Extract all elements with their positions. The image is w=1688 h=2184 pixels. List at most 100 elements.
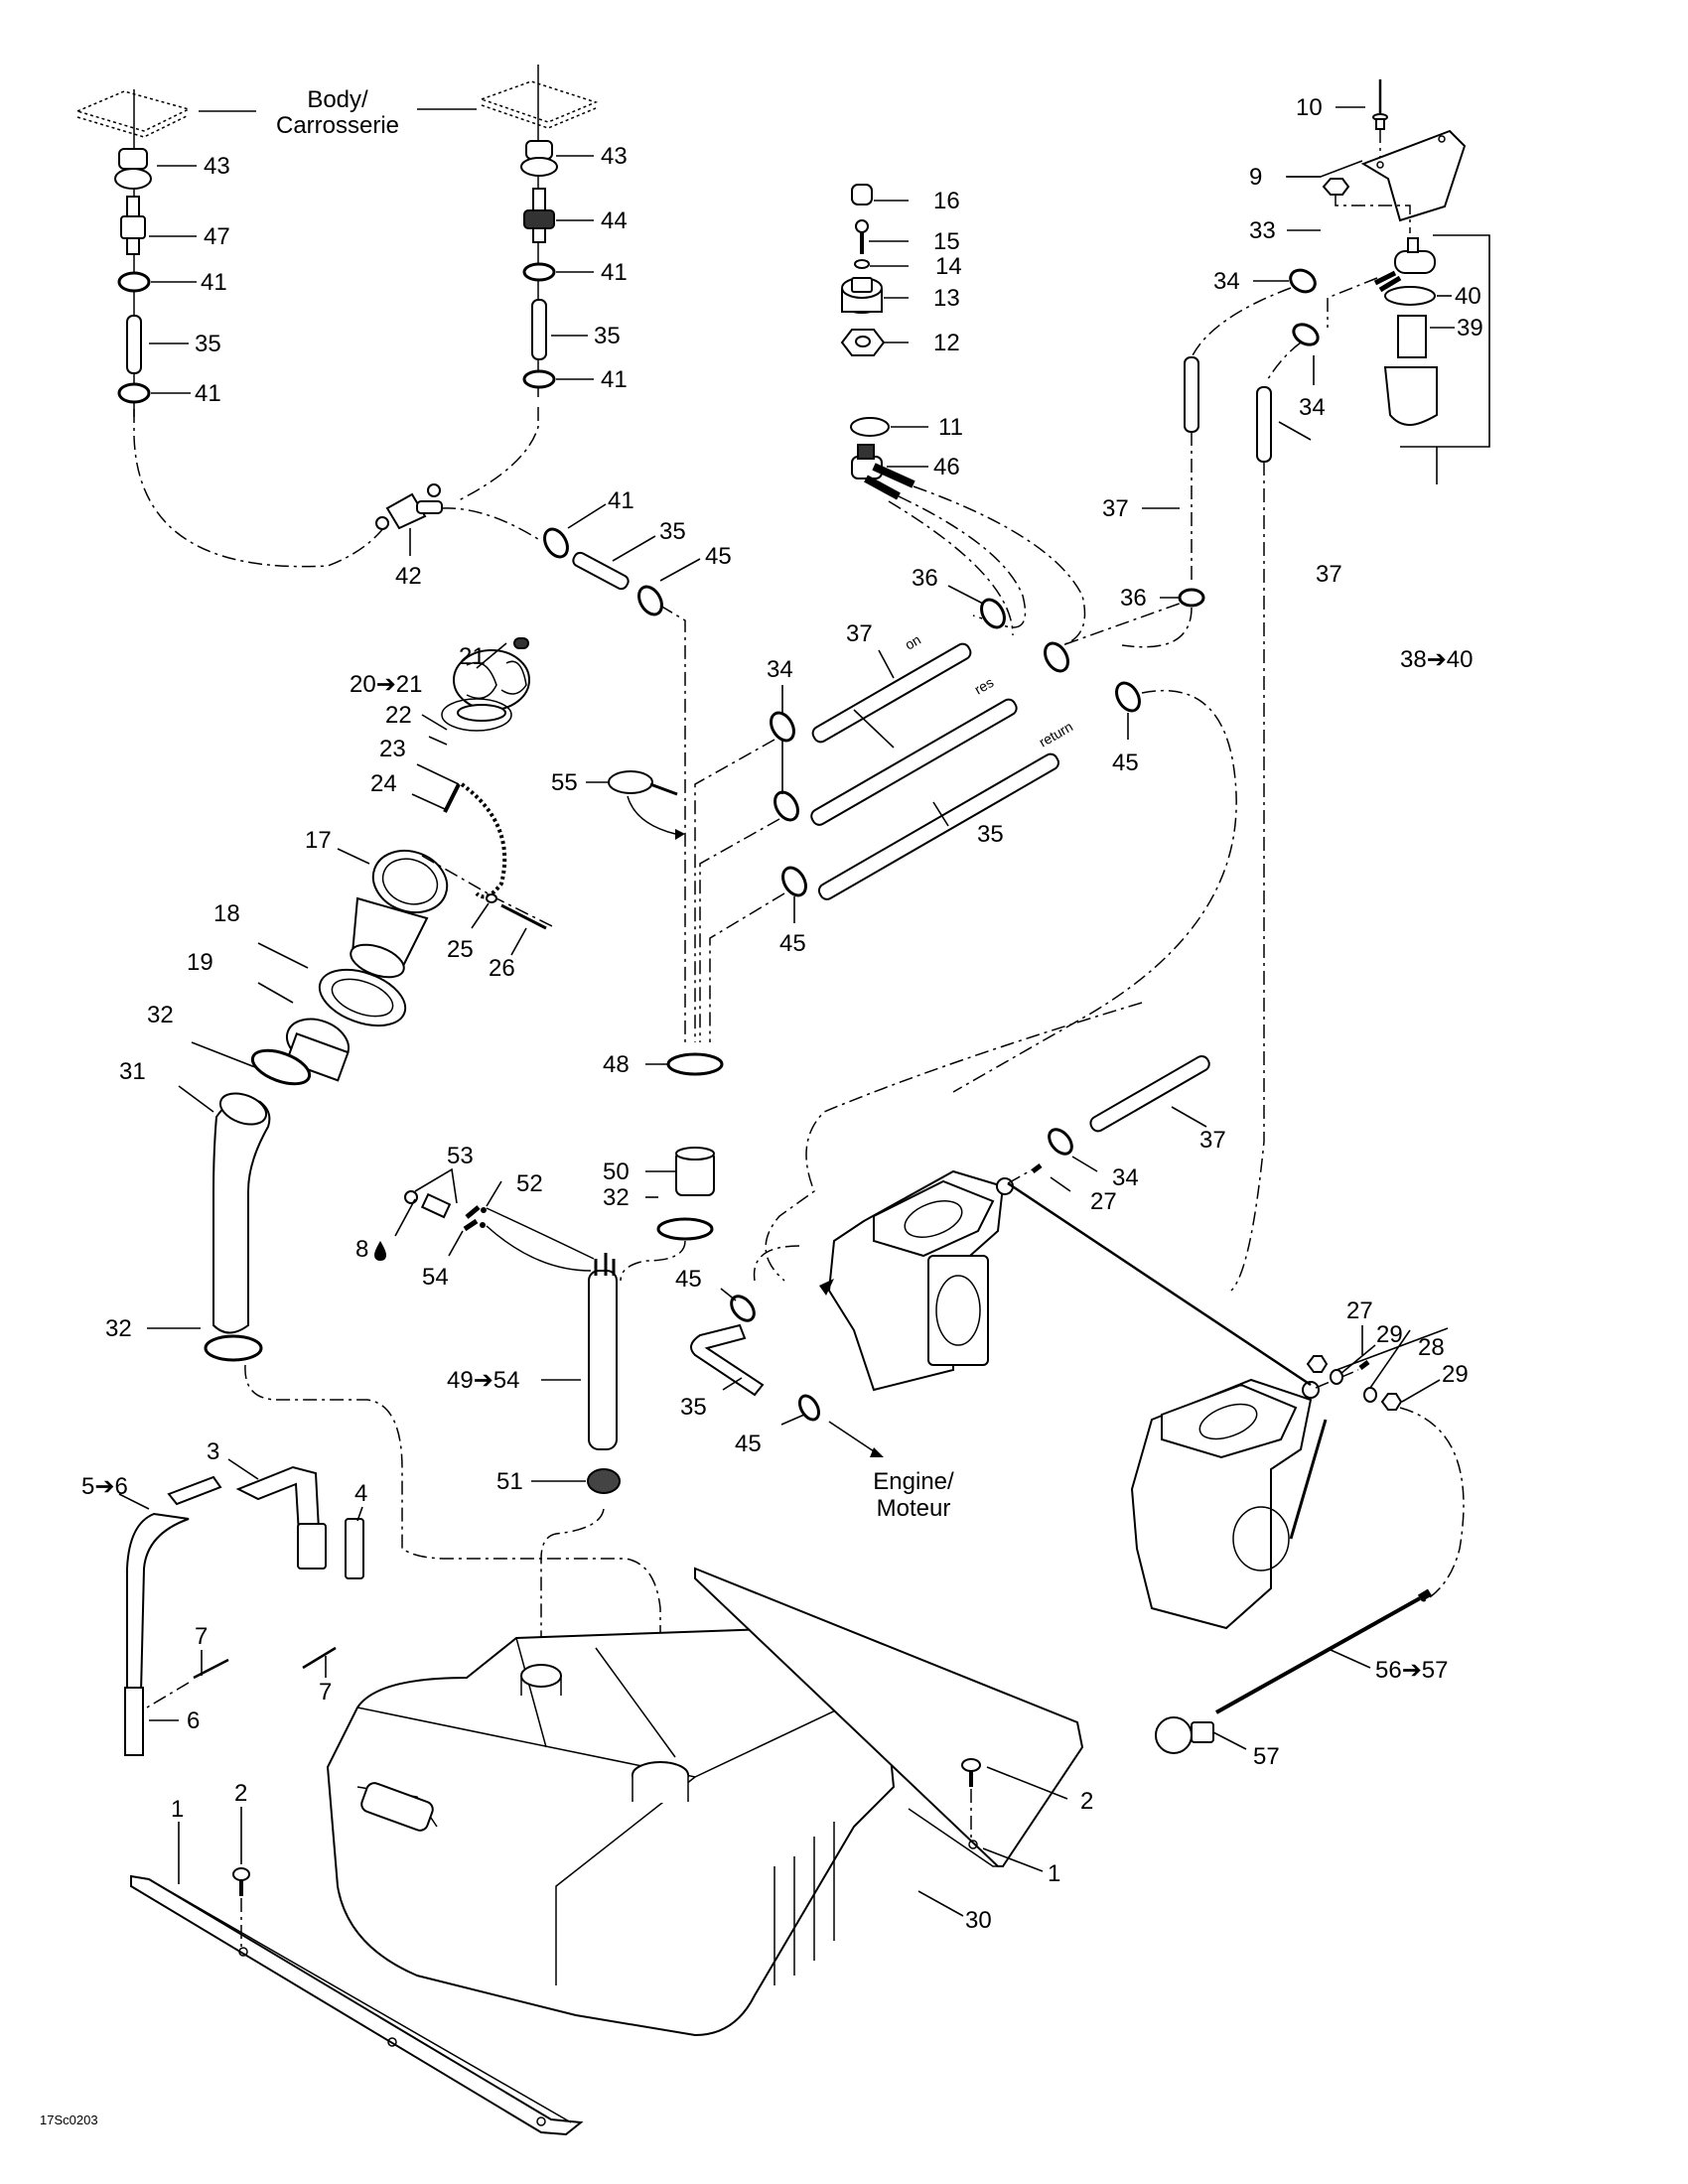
y-connector-42 xyxy=(375,483,443,530)
check-valve-47 xyxy=(120,196,146,255)
callout-18: 18 xyxy=(213,900,240,927)
rivet-7-right xyxy=(302,1646,337,1670)
callout-36: 36 xyxy=(1120,585,1147,612)
hose-35-left xyxy=(126,315,142,374)
callout-4: 4 xyxy=(354,1480,367,1507)
callout-16: 16 xyxy=(933,188,960,214)
nut-12 xyxy=(840,329,886,356)
hose-37-res: res xyxy=(810,674,1018,826)
fuel-valve-46 xyxy=(851,444,915,500)
callout-27: 27 xyxy=(1346,1297,1373,1324)
clamp-45-return-low xyxy=(781,866,807,897)
callout-57: 57 xyxy=(1253,1743,1280,1770)
clamp-36-res xyxy=(1044,641,1069,673)
callout-41: 41 xyxy=(201,269,227,296)
screw-2-left xyxy=(232,1867,250,1896)
fuel-tank-30 xyxy=(326,1626,896,2037)
body-mount-right xyxy=(479,65,599,129)
callout-32: 32 xyxy=(105,1315,132,1342)
support-plate-1-left xyxy=(130,1874,584,2136)
bracket-9 xyxy=(1360,129,1467,222)
clamp-41-right-lower xyxy=(522,369,556,389)
clamp-41-center xyxy=(543,527,569,559)
body-label-line2: Carrosserie xyxy=(276,112,399,139)
callout-31: 31 xyxy=(119,1058,146,1085)
screw-15 xyxy=(855,219,869,254)
callout-8: 8 xyxy=(355,1236,368,1263)
filler-hose-31 xyxy=(212,1092,271,1334)
cap-plug-21 xyxy=(513,637,529,649)
grommet-43-left xyxy=(114,148,152,190)
callout-13: 13 xyxy=(933,285,960,312)
carburetor-rear xyxy=(1130,1378,1328,1630)
o-ring-40 xyxy=(1384,286,1436,306)
callout-49-54: 49➔54 xyxy=(447,1367,520,1394)
tank-neck-filler xyxy=(632,1761,689,1803)
clamp-45-center xyxy=(637,585,663,616)
clamp-34-res xyxy=(774,790,799,822)
callout-35: 35 xyxy=(195,331,221,357)
tank-neck-sender xyxy=(520,1664,562,1696)
callout-leaders xyxy=(118,106,1455,1917)
clamp-34-carb xyxy=(1048,1128,1073,1156)
callout-32: 32 xyxy=(603,1184,630,1211)
clamp-41-left-upper xyxy=(117,271,151,293)
drawing-code: 17Sc0203 xyxy=(40,2113,98,2127)
callout-7: 7 xyxy=(319,1679,332,1706)
gasket-18 xyxy=(318,968,407,1027)
cable-tie-55 xyxy=(608,770,685,840)
callout-6: 6 xyxy=(187,1707,200,1734)
filler-cap-20-21 xyxy=(453,649,530,722)
pins-54 xyxy=(463,1205,487,1232)
callout-46: 46 xyxy=(933,454,960,480)
callout-45: 45 xyxy=(1112,750,1139,776)
callout-44: 44 xyxy=(601,207,628,234)
tube-marking-on: on xyxy=(903,631,923,653)
clamp-32-sender xyxy=(656,1217,714,1241)
callout-21: 21 xyxy=(459,643,486,670)
clamp-34-top-a xyxy=(1289,268,1317,294)
callout-39: 39 xyxy=(1457,315,1483,341)
callout-45: 45 xyxy=(705,543,732,570)
hose-37-top-left xyxy=(1184,356,1199,433)
callout-45: 45 xyxy=(779,930,806,957)
callout-37: 37 xyxy=(846,620,873,647)
choke-cable-56-57 xyxy=(1155,1588,1433,1754)
callout-2: 2 xyxy=(1080,1788,1093,1815)
pin-27-front xyxy=(1031,1163,1043,1173)
callout-11: 11 xyxy=(938,414,963,441)
callout-41: 41 xyxy=(601,366,628,393)
clamp-34-on xyxy=(770,711,795,743)
clamp-45-carb-upper xyxy=(730,1295,756,1322)
callout-42: 42 xyxy=(395,563,422,590)
callout-45: 45 xyxy=(675,1266,702,1293)
callout-51: 51 xyxy=(496,1468,523,1495)
callout-35: 35 xyxy=(594,323,621,349)
callout-3: 3 xyxy=(207,1438,219,1465)
filter-element-39 xyxy=(1397,315,1427,358)
callout-35: 35 xyxy=(977,821,1004,848)
callout-5-6: 5➔6 xyxy=(81,1473,128,1500)
fuel-filter-assembly xyxy=(1373,237,1438,427)
clamp-45-carb-lower xyxy=(798,1394,820,1422)
callout-32: 32 xyxy=(147,1002,174,1028)
callout-41: 41 xyxy=(601,259,628,286)
callout-37: 37 xyxy=(1199,1127,1226,1154)
callout-50: 50 xyxy=(603,1159,630,1185)
callout-34: 34 xyxy=(1112,1164,1139,1191)
engine-label-line2: Moteur xyxy=(877,1495,951,1522)
pin-27-rear xyxy=(1358,1360,1370,1370)
carburetor-front xyxy=(827,1169,1014,1392)
plug-16 xyxy=(851,184,873,205)
hose-37-carb xyxy=(1089,1054,1210,1133)
callout-45: 45 xyxy=(735,1431,762,1457)
callout-34: 34 xyxy=(767,656,793,683)
callout-29: 29 xyxy=(1376,1321,1403,1348)
callout-35: 35 xyxy=(680,1394,707,1421)
callout-17: 17 xyxy=(305,827,332,854)
tube-marking-return: return xyxy=(1037,718,1076,750)
callout-47: 47 xyxy=(204,223,230,250)
clamp-32-upper xyxy=(250,1048,312,1086)
callout-48: 48 xyxy=(603,1051,630,1078)
